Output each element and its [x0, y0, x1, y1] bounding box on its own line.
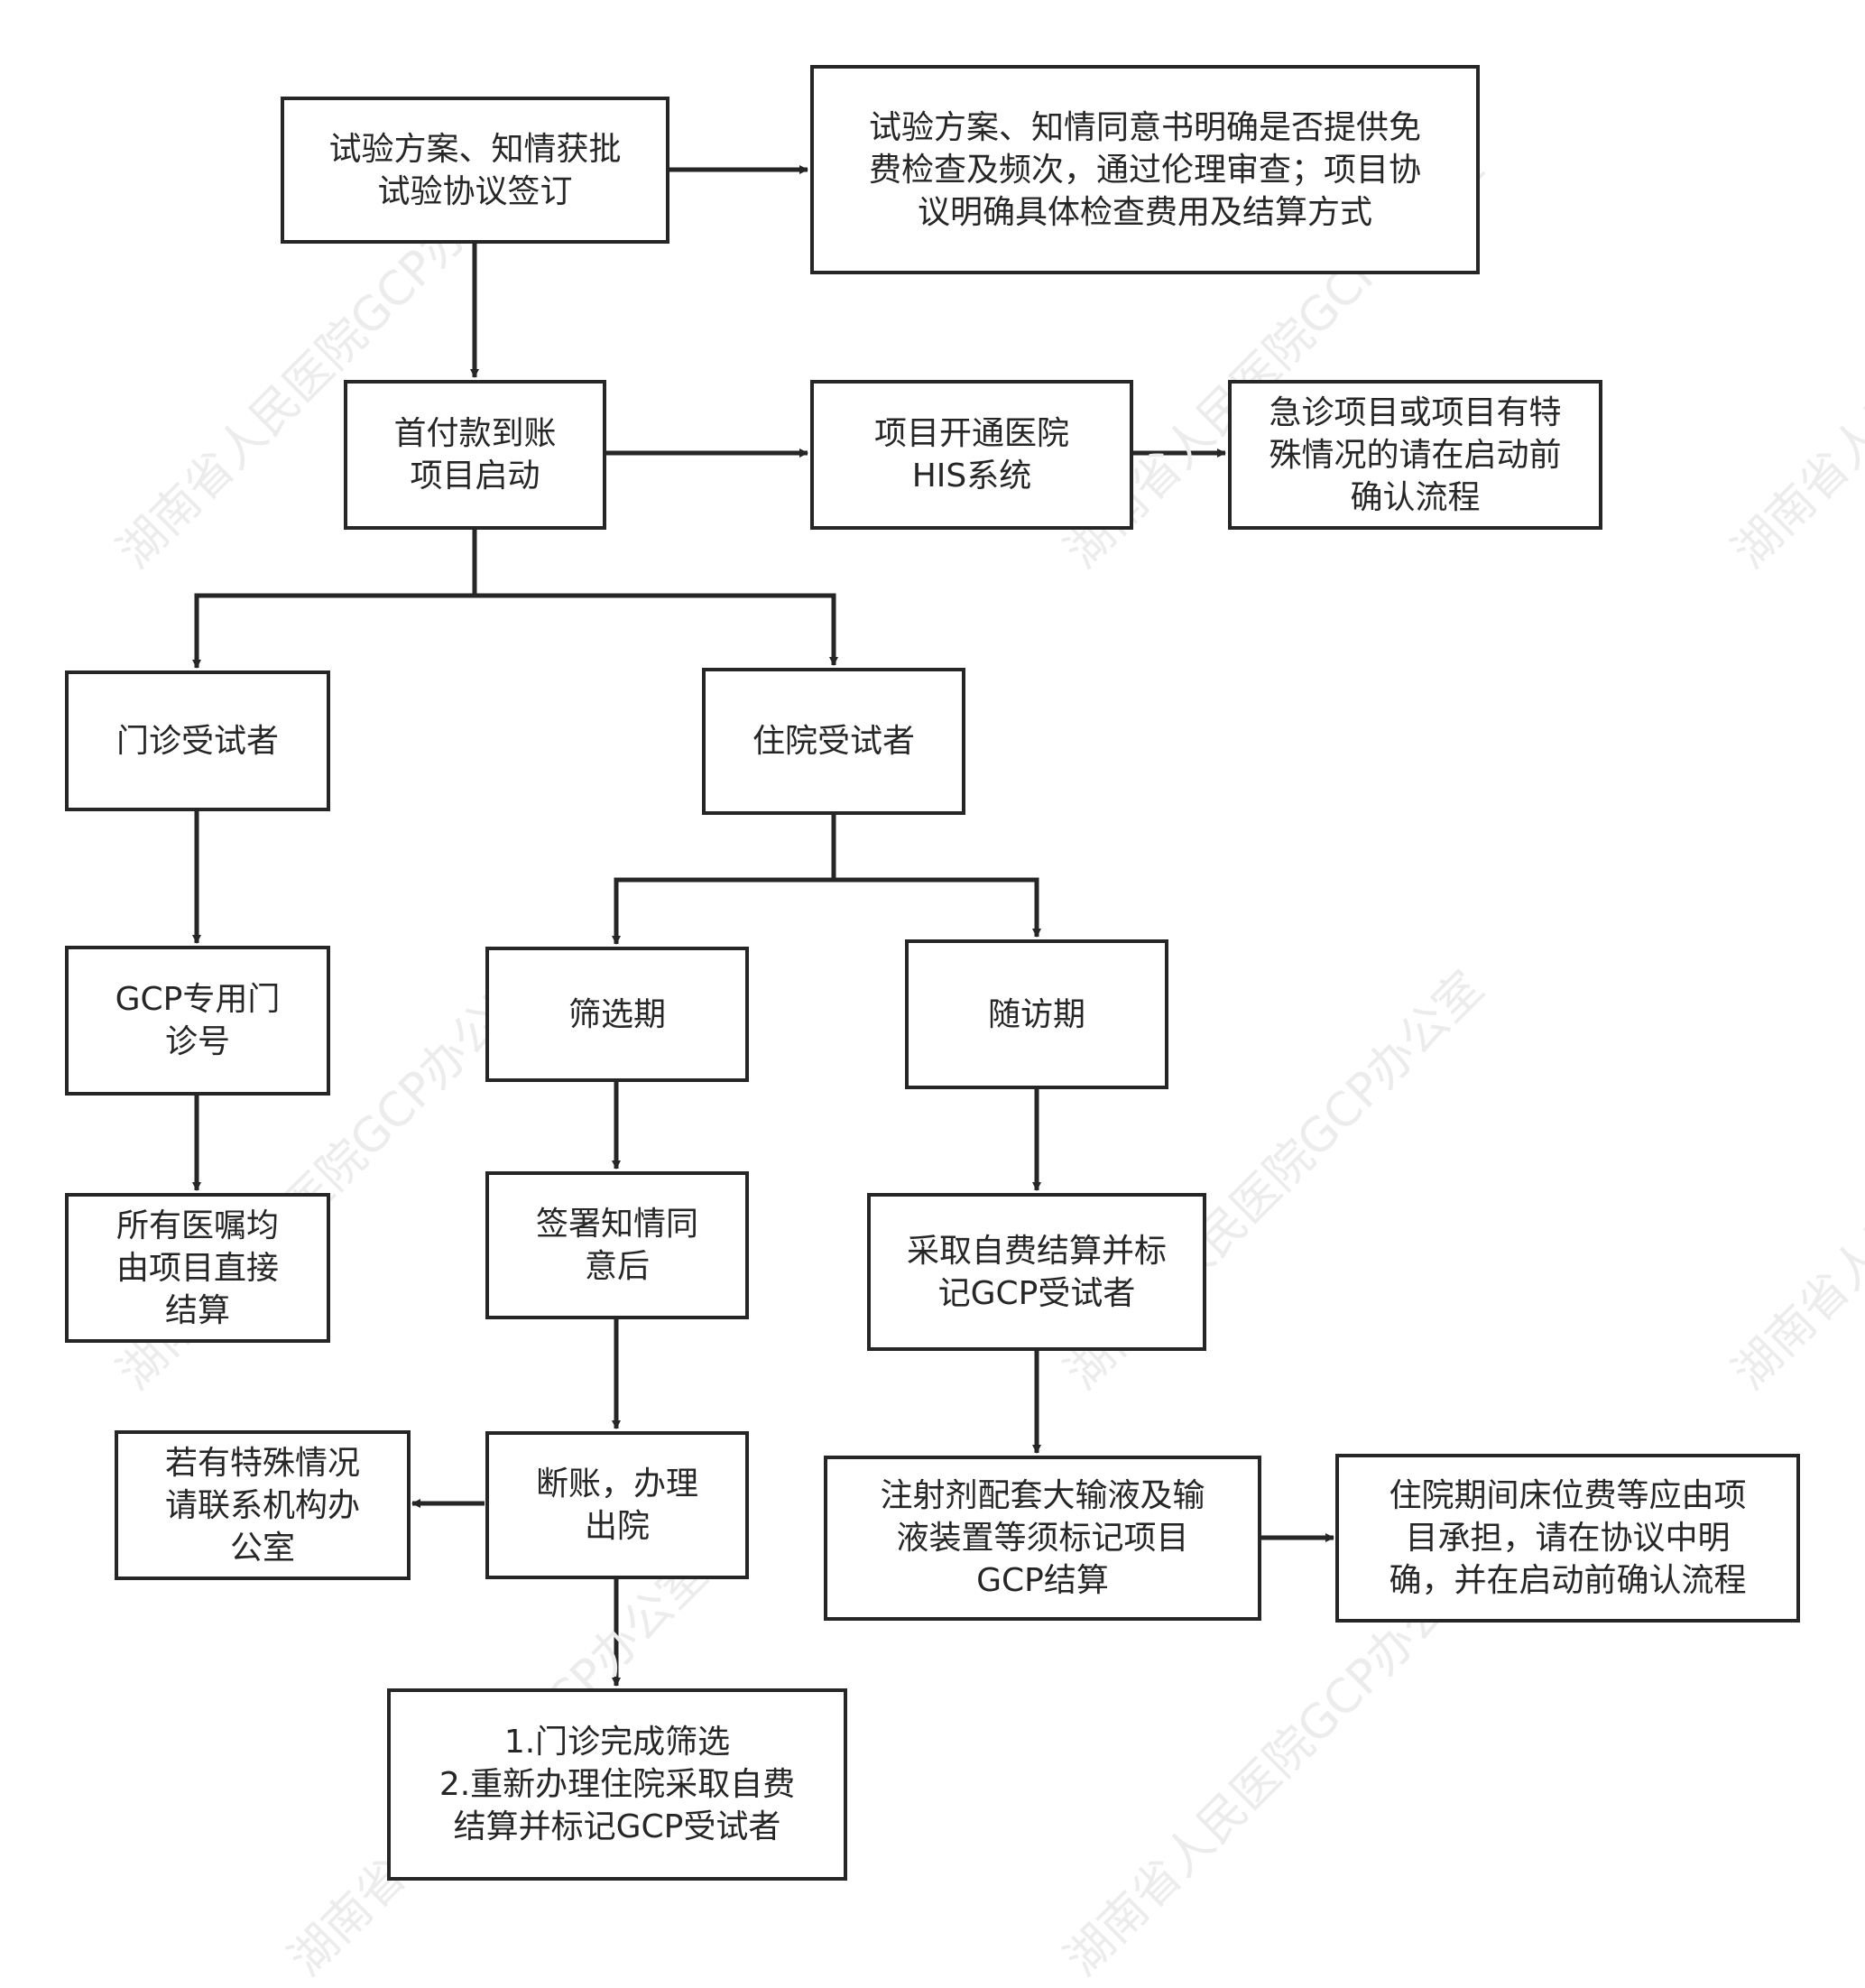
node-followup: 随访期	[905, 939, 1168, 1089]
node-readmit-label: 1.门诊完成筛选 2.重新办理住院采取自费 结算并标记GCP受试者	[439, 1724, 796, 1845]
node-outpatient-label: 门诊受试者	[115, 722, 279, 760]
node-protocol-note: 试验方案、知情同意书明确是否提供免 费检查及频次，通过伦理审查；项目协 议明确具…	[810, 65, 1480, 274]
node-discharge: 断账，办理 出院	[485, 1431, 749, 1579]
node-screening-label: 筛选期	[568, 995, 666, 1033]
node-his: 项目开通医院 HIS系统	[810, 380, 1133, 530]
branch-payment-split	[192, 528, 477, 669]
node-special: 若有特殊情况 请联系机构办 公室	[115, 1430, 411, 1580]
node-screening: 筛选期	[485, 947, 749, 1082]
node-orders-label: 所有医嘱均 由项目直接 结算	[115, 1207, 279, 1329]
node-emergency: 急诊项目或项目有特 殊情况的请在启动前 确认流程	[1228, 380, 1602, 530]
node-self-pay-label: 采取自费结算并标 记GCP受试者	[906, 1232, 1167, 1312]
node-protocol: 试验方案、知情获批 试验协议签订	[281, 97, 669, 244]
node-his-label: 项目开通医院 HIS系统	[873, 415, 1069, 495]
node-bed-fee-label: 住院期间床位费等应由项 目承担，请在协议中明 确，并在启动前确认流程	[1389, 1477, 1747, 1599]
node-self-pay: 采取自费结算并标 记GCP受试者	[867, 1193, 1206, 1351]
node-protocol-label: 试验方案、知情获批 试验协议签订	[328, 130, 622, 210]
node-outpatient: 门诊受试者	[65, 670, 330, 811]
node-consent: 签署知情同 意后	[485, 1171, 749, 1319]
node-inpatient: 住院受试者	[702, 668, 965, 815]
flowchart-connectors	[192, 165, 1334, 1687]
node-injection: 注射剂配套大输液及输 液装置等须标记项目 GCP结算	[824, 1456, 1261, 1621]
branch-payment-inpatient	[475, 593, 838, 666]
node-gcp-clinic: GCP专用门 诊号	[65, 946, 330, 1096]
branch-inpatient-screening	[612, 812, 836, 945]
branch-inpatient-followup	[834, 877, 1041, 938]
node-special-label: 若有特殊情况 请联系机构办 公室	[164, 1444, 360, 1567]
node-orders: 所有医嘱均 由项目直接 结算	[65, 1193, 330, 1343]
node-consent-label: 签署知情同 意后	[535, 1206, 698, 1285]
node-readmit: 1.门诊完成筛选 2.重新办理住院采取自费 结算并标记GCP受试者	[387, 1688, 847, 1881]
node-bed-fee: 住院期间床位费等应由项 目承担，请在协议中明 确，并在启动前确认流程	[1335, 1454, 1800, 1623]
node-protocol-note-label: 试验方案、知情同意书明确是否提供免 费检查及频次，通过伦理审查；项目协 议明确具…	[868, 108, 1421, 231]
node-gcp-clinic-label: GCP专用门 诊号	[115, 981, 281, 1060]
node-inpatient-label: 住院受试者	[752, 723, 915, 760]
node-followup-label: 随访期	[987, 995, 1085, 1033]
node-payment: 首付款到账 项目启动	[344, 380, 606, 530]
node-injection-label: 注射剂配套大输液及输 液装置等须标记项目 GCP结算	[880, 1477, 1205, 1599]
node-discharge-label: 断账，办理 出院	[535, 1466, 698, 1545]
node-payment-label: 首付款到账 项目启动	[393, 415, 557, 495]
node-emergency-label: 急诊项目或项目有特 殊情况的请在启动前 确认流程	[1269, 393, 1562, 516]
